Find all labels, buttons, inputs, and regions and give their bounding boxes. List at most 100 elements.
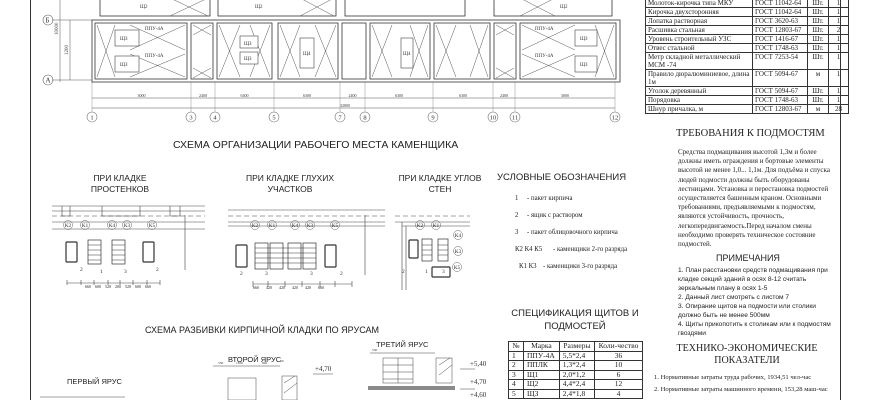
tiers-title: СХЕМА РАЗБИВКИ КИРПИЧНОЙ КЛАДКИ ПО ЯРУСА… (145, 325, 379, 335)
item-number: 1 (425, 269, 428, 275)
brick-courses (88, 244, 448, 264)
tool-unit: Шт. (807, 86, 829, 96)
axis-label: 5 (272, 115, 275, 122)
tool-unit: Шт. (807, 52, 829, 70)
spec-cell: 1,3*2,4 (558, 360, 596, 371)
workplace-title: СХЕМА ОРГАНИЗАЦИИ РАБОЧЕГО МЕСТА КАМЕНЩИ… (173, 139, 459, 151)
axis-label: 1 (90, 115, 93, 122)
tool-unit: Шт. (807, 7, 829, 17)
axis-label: 8 (363, 115, 366, 122)
tool-unit: Шт. (807, 0, 829, 8)
axis-label: 7 (338, 115, 342, 122)
axis-dim: 6300 (459, 93, 467, 98)
tool-gost: ГОСТ 12803-67 (752, 25, 808, 35)
plan-label: ЩЗ (580, 63, 588, 68)
axis-dim: 3000 (138, 93, 146, 98)
tool-gost: ГОСТ 5094-67 (752, 86, 808, 96)
worker-circle (147, 220, 157, 230)
plan-label: ППУ-4А (145, 54, 164, 59)
worker-mark: К3 (124, 223, 131, 229)
tier-dim: 20 (280, 359, 284, 363)
legend-symbol: К2 К4 К5 (515, 246, 543, 253)
plan-label: ЩЗ (580, 37, 588, 42)
tool-qty: 1 (828, 43, 849, 53)
tool-qty: 2 (828, 25, 849, 35)
worker-circle (431, 220, 441, 230)
item-number: 3 (442, 269, 445, 275)
legend-text: - пакет облицовочного кирпича (527, 229, 618, 236)
legend-text: - каменщики 3-го разряда (543, 263, 618, 270)
worker-circle (267, 220, 277, 230)
plan-label: Щ4 (303, 52, 311, 57)
tool-gost: ГОСТ 3620-63 (752, 16, 808, 26)
plan-label: ЩЗ (244, 57, 252, 62)
row-dim: 10000 (55, 22, 60, 35)
tool-name: Порядовка (645, 95, 753, 105)
axis-dim: 2400 (349, 93, 357, 98)
tool-unit: Шт. (807, 95, 829, 105)
scaffold-plan: ЩЗ ЩЗ ППУ-4А ППУ-4А Щ4 Щ4 ЩЗ ЩЗ ЩЗ ЩЗ ПП… (42, 0, 621, 123)
worker-circle (453, 230, 463, 240)
tool-qty: 1 (828, 0, 849, 8)
row-axis-label: Б (46, 17, 50, 25)
worker-circle (107, 220, 117, 230)
axis-bubble (609, 111, 621, 123)
tool-qty: 1 (828, 69, 849, 87)
spec-cell: 1 (508, 350, 524, 361)
tool-unit: Шт. (807, 25, 829, 35)
plan-label: ЩЗ (244, 42, 252, 47)
item-number: 3 (124, 269, 127, 275)
axis-dim: 6300 (395, 93, 403, 98)
tool-gost: ГОСТ 1748-63 (752, 95, 808, 105)
spec-cell: 10 (594, 360, 643, 371)
axis-bubble (334, 111, 346, 123)
level-mark: +4,70 (470, 378, 487, 386)
legend-symbol: К1 К3 (519, 263, 537, 270)
worker-circle (63, 220, 73, 230)
worker-mark: К1 (82, 223, 89, 229)
tool-name: Уголок деревянный (645, 86, 753, 96)
spec-cell: 2,4*1,8 (558, 388, 596, 399)
piers-title: ПРИ КЛАДКЕ ПРОСТЕНКОВ (90, 173, 150, 194)
tool-qty: 1 (828, 7, 849, 17)
tool-name: Молоток-кирочка типа МКУ (645, 0, 753, 8)
spec-header: Марка (523, 341, 560, 352)
column-axes: 1300032400463005630072400863009630010240… (86, 82, 621, 123)
tool-name: Кирочка двухсторонняя (645, 7, 753, 17)
spec-header: Размеры (558, 341, 596, 352)
spec-header: № (508, 341, 524, 352)
note-item: 1. План расстановки средств подмащивания… (678, 267, 828, 292)
plan-walls (91, 0, 621, 83)
note-item: 2. Данный лист смотреть с листом 7 (678, 294, 790, 301)
worker-mark: К2 (417, 223, 424, 229)
plan-labels: ЩЗ ЩЗ ППУ-4А ППУ-4А Щ4 Щ4 ЩЗ ЩЗ ЩЗ ЩЗ ПП… (120, 5, 588, 68)
worker-circle (453, 246, 463, 256)
tool-gost: ГОСТ 5094-67 (752, 69, 808, 87)
spec-cell: 4 (508, 379, 524, 390)
axis-bubble (185, 111, 197, 123)
blank-dims: 660 420 420 420 420 660 (253, 285, 324, 290)
worker-mark: К1 (433, 223, 440, 229)
axis-bubble (86, 111, 98, 123)
tool-qty: 1 (828, 34, 849, 44)
plan-label: ППУ-4А (145, 27, 164, 32)
first-tier-label: ПЕРВЫЙ ЯРУС (67, 377, 122, 386)
tool-qty: 1 (828, 86, 849, 96)
worker-circle (330, 220, 340, 230)
plan-label: ЩЗ (120, 63, 128, 68)
tep-item: 2. Нормативные затраты машинного времени… (654, 386, 828, 393)
item-number: 2 (240, 271, 243, 277)
plan-scaffold-crosses (96, 0, 615, 79)
tool-unit: Шт. (807, 34, 829, 44)
corner-title: ПРИ КЛАДКЕ УГЛОВ СТЕН (398, 173, 482, 194)
tool-gost: ГОСТ 1416-67 (752, 34, 808, 44)
tool-unit: м (807, 69, 829, 87)
level-mark: +5,40 (470, 360, 487, 368)
plan-label: ЩЗ (120, 37, 128, 42)
